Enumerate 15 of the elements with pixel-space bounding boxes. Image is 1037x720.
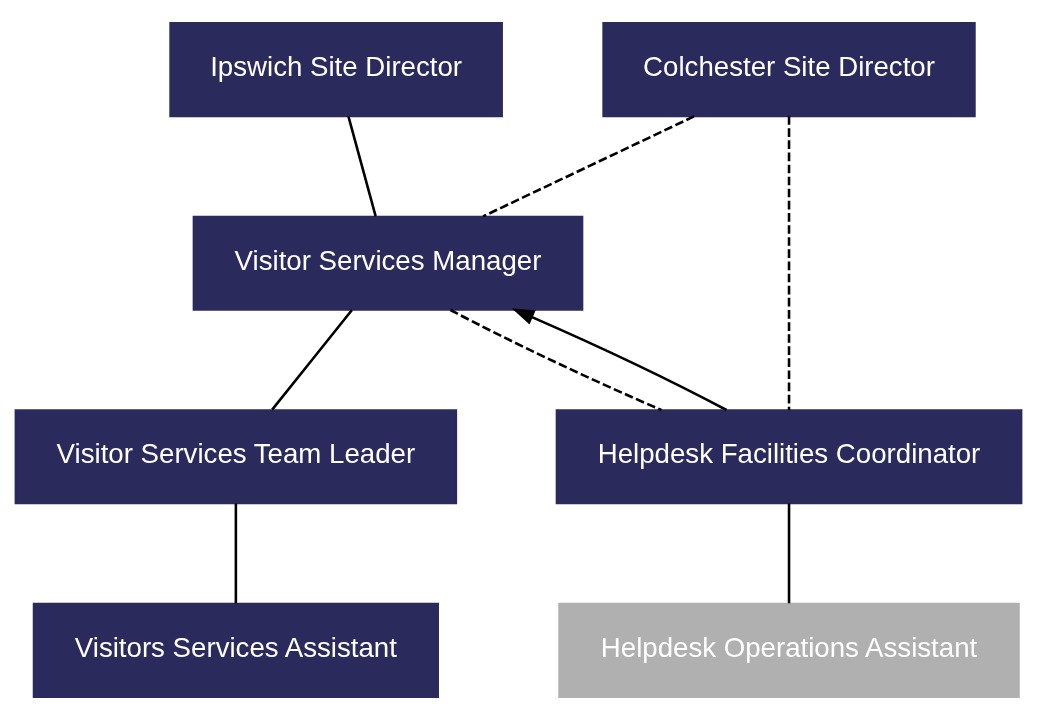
connector bbox=[271, 309, 353, 411]
node-box: Visitor Services Team Leader bbox=[14, 409, 458, 505]
connector bbox=[787, 116, 791, 410]
node-box: Helpdesk Operations Assistant bbox=[558, 602, 1020, 698]
node-box: Visitor Services Manager bbox=[192, 215, 584, 311]
node-box: Ipswich Site Director bbox=[169, 22, 503, 118]
connector bbox=[787, 503, 791, 604]
connector bbox=[482, 115, 695, 218]
connector bbox=[347, 116, 377, 217]
arrow bbox=[511, 308, 728, 412]
node-box: Helpdesk Facilities Coordinator bbox=[555, 409, 1023, 505]
node-box: Visitors Services Assistant bbox=[32, 602, 439, 698]
connector bbox=[449, 308, 662, 412]
connector bbox=[234, 503, 238, 604]
node-box: Colchester Site Director bbox=[602, 22, 976, 118]
